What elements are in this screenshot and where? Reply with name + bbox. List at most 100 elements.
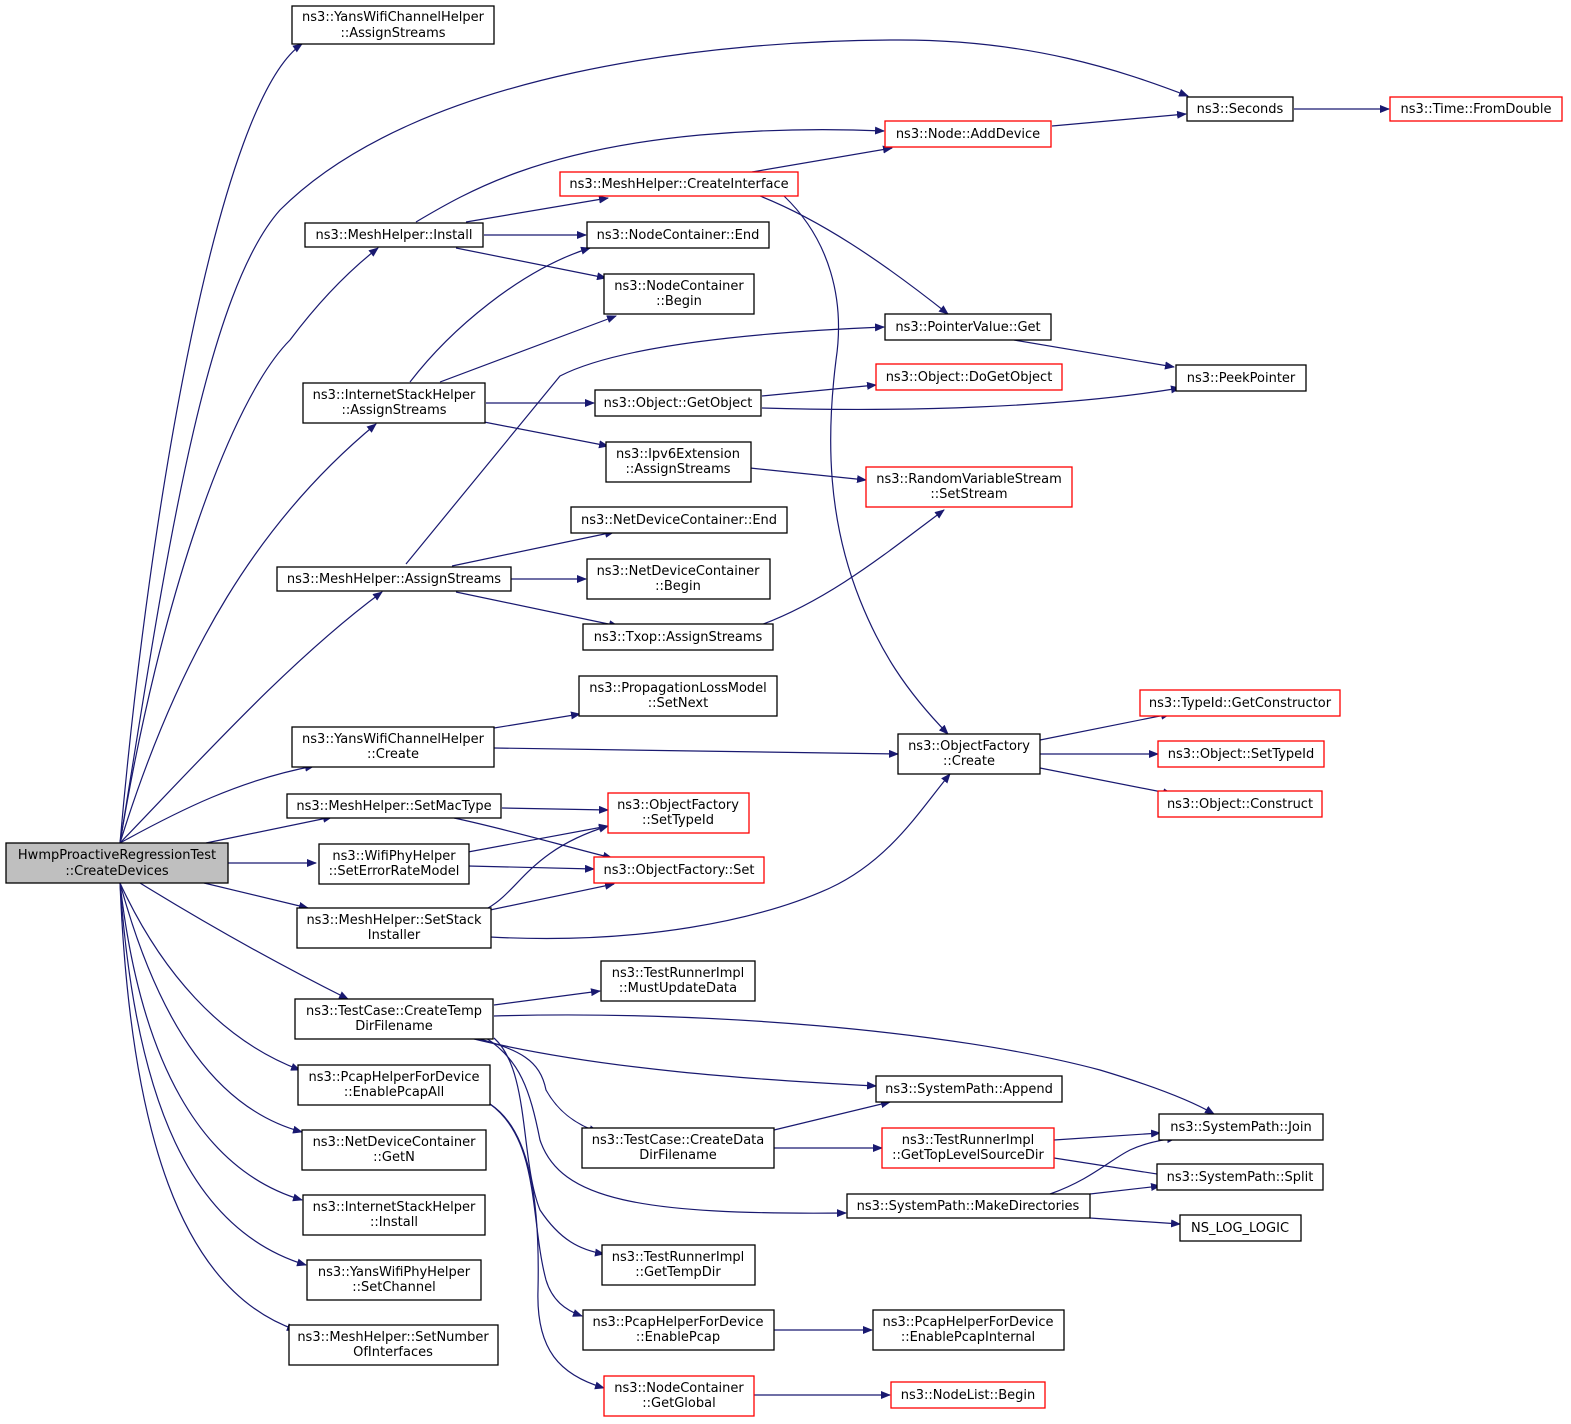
node-seconds[interactable]: ns3::Seconds xyxy=(1186,96,1294,122)
node-yansphy-setchannel[interactable]: ns3::YansWifiPhyHelper ::SetChannel xyxy=(306,1259,482,1301)
node-txop-assign[interactable]: ns3::Txop::AssignStreams xyxy=(582,623,774,651)
node-label-line: ns3::TestCase::CreateData xyxy=(592,1133,764,1148)
node-label-line: ::CreateDevices xyxy=(65,864,168,879)
node-testcase-createtemp[interactable]: ns3::TestCase::CreateTemp DirFilename xyxy=(294,998,494,1040)
node-label-line: ns3::SystemPath::Join xyxy=(1170,1120,1311,1135)
node-label-line: ns3::PeekPointer xyxy=(1187,371,1296,386)
node-label-line: ::SetChannel xyxy=(352,1280,435,1295)
node-label-line: ns3::MeshHelper::CreateInterface xyxy=(569,177,788,192)
node-systempath-split[interactable]: ns3::SystemPath::Split xyxy=(1156,1163,1324,1191)
node-yans-channel-create[interactable]: ns3::YansWifiChannelHelper ::Create xyxy=(291,726,495,768)
edge-yans-channel-create-objectfactory-create xyxy=(493,747,899,758)
node-object-dogetobject[interactable]: ns3::Object::DoGetObject xyxy=(875,363,1063,391)
node-nodecontainer-getglobal[interactable]: ns3::NodeContainer ::GetGlobal xyxy=(603,1375,755,1417)
node-typeid-getconstructor[interactable]: ns3::TypeId::GetConstructor xyxy=(1139,689,1341,717)
node-testrunner-gettoplevel[interactable]: ns3::TestRunnerImpl ::GetTopLevelSourceD… xyxy=(881,1127,1055,1169)
node-systempath-makedirs[interactable]: ns3::SystemPath::MakeDirectories xyxy=(846,1193,1091,1219)
node-label-line: ns3::RandomVariableStream xyxy=(876,472,1062,487)
node-objectfactory-set[interactable]: ns3::ObjectFactory::Set xyxy=(593,856,765,884)
node-testrunner-gettempdir[interactable]: ns3::TestRunnerImpl ::GetTempDir xyxy=(601,1244,756,1286)
node-systempath-join[interactable]: ns3::SystemPath::Join xyxy=(1158,1113,1324,1141)
node-label-line: DirFilename xyxy=(355,1019,433,1034)
node-label-line: ns3::MeshHelper::Install xyxy=(316,228,473,243)
edge-systempath-makedirs-ns-log-logic xyxy=(1089,1217,1181,1228)
node-pointervalue-get[interactable]: ns3::PointerValue::Get xyxy=(884,313,1052,341)
node-ns-log-logic[interactable]: NS_LOG_LOGIC xyxy=(1179,1214,1302,1242)
edge-wifiphy-seterrorrate-objectfactory-set xyxy=(467,864,595,873)
node-pcap-enable[interactable]: ns3::PcapHelperForDevice ::EnablePcap xyxy=(582,1309,775,1351)
node-label-line: ::MustUpdateData xyxy=(619,981,737,996)
node-objectfactory-settypeid[interactable]: ns3::ObjectFactory ::SetTypeId xyxy=(607,792,750,834)
node-mesh-setnumberofinterfaces[interactable]: ns3::MeshHelper::SetNumber OfInterfaces xyxy=(288,1324,499,1366)
edge-root-yans-channel-create xyxy=(119,763,315,844)
node-label-line: ns3::ObjectFactory xyxy=(908,739,1030,754)
edge-wifiphy-seterrorrate-objectfactory-settypeid xyxy=(467,823,609,853)
node-label-line: ns3::Time::FromDouble xyxy=(1401,102,1552,117)
node-object-getobject[interactable]: ns3::Object::GetObject xyxy=(594,389,762,417)
node-label-line: ::GetTopLevelSourceDir xyxy=(892,1148,1044,1163)
node-label-line: ::AssignStreams xyxy=(340,26,445,41)
node-label-line: ::AssignStreams xyxy=(625,462,730,477)
node-time-fromdouble[interactable]: ns3::Time::FromDouble xyxy=(1389,96,1563,122)
node-label-line: ns3::Object::DoGetObject xyxy=(886,370,1053,385)
edge-mesh-install-mesh-createinterface xyxy=(465,195,609,223)
node-ipv6ext-assign[interactable]: ns3::Ipv6Extension ::AssignStreams xyxy=(605,441,752,483)
node-systempath-append[interactable]: ns3::SystemPath::Append xyxy=(875,1075,1063,1103)
node-internetstack-install[interactable]: ns3::InternetStackHelper ::Install xyxy=(302,1194,486,1236)
edge-testcase-createtemp-testrunner-mustupdate xyxy=(493,988,601,1006)
node-peekpointer[interactable]: ns3::PeekPointer xyxy=(1175,364,1307,392)
node-pcap-enableinternal[interactable]: ns3::PcapHelperForDevice ::EnablePcapInt… xyxy=(872,1309,1065,1351)
node-label-line: ::AssignStreams xyxy=(341,403,446,418)
edge-root-mesh-setstackinstaller xyxy=(203,882,309,910)
node-label-line: ::Begin xyxy=(656,294,702,309)
edge-testcase-createtemp-testrunner-gettempdir xyxy=(493,1037,605,1257)
edge-testcase-createtemp-testcase-createdata xyxy=(475,1037,599,1133)
edge-testcase-createtemp-systempath-makedirs xyxy=(485,1037,847,1218)
node-wifiphy-seterrorrate[interactable]: ns3::WifiPhyHelper ::SetErrorRateModel xyxy=(318,843,470,885)
node-label-line: ns3::PcapHelperForDevice xyxy=(593,1315,764,1330)
edge-root-yansphy-setchannel xyxy=(119,882,307,1267)
node-label-line: ::SetErrorRateModel xyxy=(329,864,460,879)
node-proploss-setnext[interactable]: ns3::PropagationLossModel ::SetNext xyxy=(578,675,778,717)
node-mesh-createinterface[interactable]: ns3::MeshHelper::CreateInterface xyxy=(559,171,799,197)
node-label-line: ns3::SystemPath::MakeDirectories xyxy=(857,1199,1080,1214)
node-mesh-assignstreams[interactable]: ns3::MeshHelper::AssignStreams xyxy=(276,566,512,592)
node-label-line: ns3::Object::GetObject xyxy=(604,396,753,411)
node-objectfactory-create[interactable]: ns3::ObjectFactory ::Create xyxy=(897,733,1041,775)
node-yans-channel-assign[interactable]: ns3::YansWifiChannelHelper ::AssignStrea… xyxy=(291,5,495,45)
edge-mesh-setmactype-objectfactory-set xyxy=(453,817,613,860)
node-label-line: ns3::Object::SetTypeId xyxy=(1168,747,1314,762)
node-object-settypeid[interactable]: ns3::Object::SetTypeId xyxy=(1157,740,1325,768)
node-mesh-setmactype[interactable]: ns3::MeshHelper::SetMacType xyxy=(286,793,502,819)
node-label-line: ns3::NetDeviceContainer xyxy=(597,564,761,579)
node-object-construct[interactable]: ns3::Object::Construct xyxy=(1157,790,1323,818)
node-testcase-createdata[interactable]: ns3::TestCase::CreateData DirFilename xyxy=(581,1127,775,1169)
node-netdevicecontainer-getn[interactable]: ns3::NetDeviceContainer ::GetN xyxy=(301,1129,487,1171)
node-rvs-setstream[interactable]: ns3::RandomVariableStream ::SetStream xyxy=(865,466,1073,508)
node-nodecontainer-begin[interactable]: ns3::NodeContainer ::Begin xyxy=(603,273,755,315)
node-netdevicecontainer-end[interactable]: ns3::NetDeviceContainer::End xyxy=(570,506,788,534)
node-mesh-install[interactable]: ns3::MeshHelper::Install xyxy=(304,222,484,248)
node-label-line: ns3::YansWifiPhyHelper xyxy=(318,1265,471,1280)
node-label-line: ns3::InternetStackHelper xyxy=(313,388,476,403)
node-netdevicecontainer-begin[interactable]: ns3::NetDeviceContainer ::Begin xyxy=(586,558,771,600)
node-testrunner-mustupdate[interactable]: ns3::TestRunnerImpl ::MustUpdateData xyxy=(600,960,756,1002)
node-nodelist-begin[interactable]: ns3::NodeList::Begin xyxy=(890,1381,1046,1409)
node-internetstack-assign[interactable]: ns3::InternetStackHelper ::AssignStreams xyxy=(302,382,486,424)
node-mesh-setstackinstaller[interactable]: ns3::MeshHelper::SetStack Installer xyxy=(296,907,492,949)
node-label-line: ns3::InternetStackHelper xyxy=(313,1200,476,1215)
edge-mesh-setmactype-objectfactory-settypeid xyxy=(501,805,609,814)
edge-object-getobject-object-dogetobject xyxy=(761,381,877,397)
node-label-line: ns3::ObjectFactory::Set xyxy=(603,863,754,878)
node-root[interactable]: HwmpProactiveRegressionTest ::CreateDevi… xyxy=(5,842,229,884)
edge-pcap-enableall-nodecontainer-getglobal xyxy=(489,1103,605,1390)
edge-testrunner-gettoplevel-systempath-split xyxy=(1053,1157,1171,1179)
edge-root-mesh-setnumberofinterfaces xyxy=(119,882,297,1331)
node-nodecontainer-end[interactable]: ns3::NodeContainer::End xyxy=(586,221,770,249)
node-label-line: OfInterfaces xyxy=(353,1345,433,1360)
node-pcap-enableall[interactable]: ns3::PcapHelperForDevice ::EnablePcapAll xyxy=(297,1064,491,1106)
node-label-line: ns3::NodeList::Begin xyxy=(901,1388,1035,1403)
node-label-line: ::GetTempDir xyxy=(635,1265,721,1280)
node-node-adddevice[interactable]: ns3::Node::AddDevice xyxy=(884,120,1052,148)
node-label-line: ns3::PropagationLossModel xyxy=(589,681,767,696)
